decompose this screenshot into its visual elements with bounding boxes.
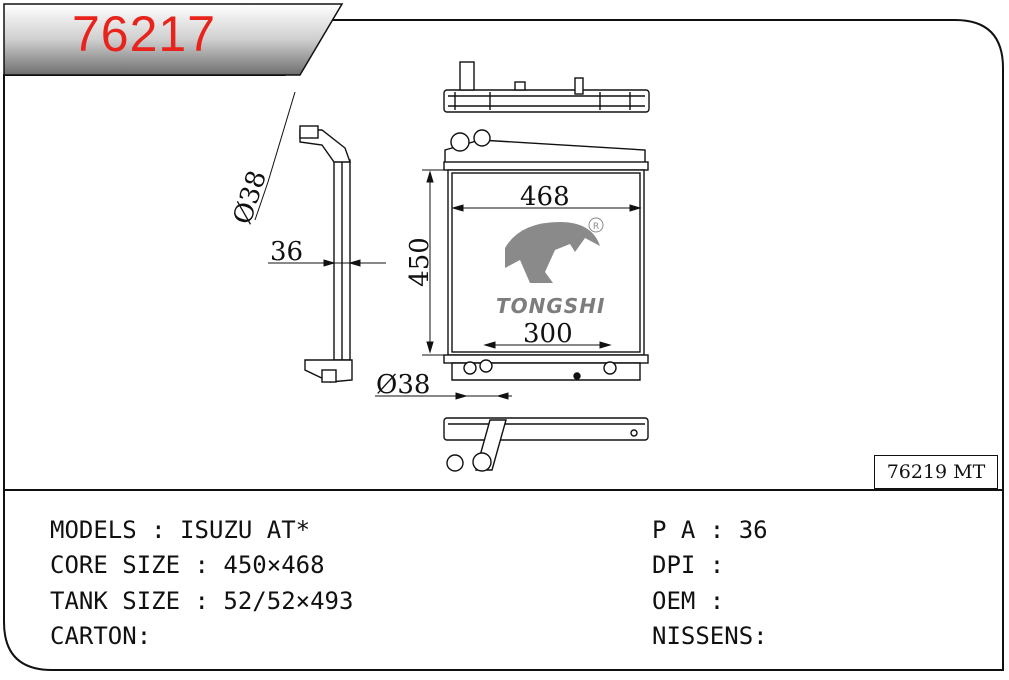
top-tank-view (443, 61, 650, 113)
dim-pipe-top: Ø38 (228, 167, 273, 228)
part-number-title: 76217 (72, 6, 217, 62)
title-tab (3, 3, 344, 76)
dim-core-height: 450 (405, 237, 435, 287)
brand-name: TONGSHI (496, 294, 605, 318)
side-view (299, 125, 353, 383)
spec-core-size: CORE SIZE : 450×468 (50, 551, 325, 579)
dim-thickness: 36 (270, 237, 303, 267)
spec-models: MODELS : ISUZU AT* (50, 516, 311, 544)
registered-mark: R (593, 222, 599, 232)
alt-model-box: 76219 MT (874, 455, 998, 489)
bottom-tank-view (443, 417, 649, 472)
front-core-view (443, 129, 649, 381)
spec-dpi: DPI : (652, 551, 725, 579)
spec-tank-size: TANK SIZE : 52/52×493 (50, 587, 354, 615)
dim-pipe-bottom: Ø38 (376, 370, 430, 400)
spec-carton: CARTON: (50, 622, 152, 650)
dim-core-width: 468 (520, 182, 570, 212)
spec-nissens: NISSENS: (652, 622, 768, 650)
dim-inner-width: 300 (523, 319, 573, 349)
dimension-lines (254, 91, 642, 400)
spec-pa: P A : 36 (652, 516, 768, 544)
spec-oem: OEM : (652, 587, 725, 615)
tongshi-logo: R TONGSHI (496, 217, 605, 318)
radiator-drawing: R TONGSHI 468 450 300 36 Ø38 Ø38 (228, 61, 650, 472)
